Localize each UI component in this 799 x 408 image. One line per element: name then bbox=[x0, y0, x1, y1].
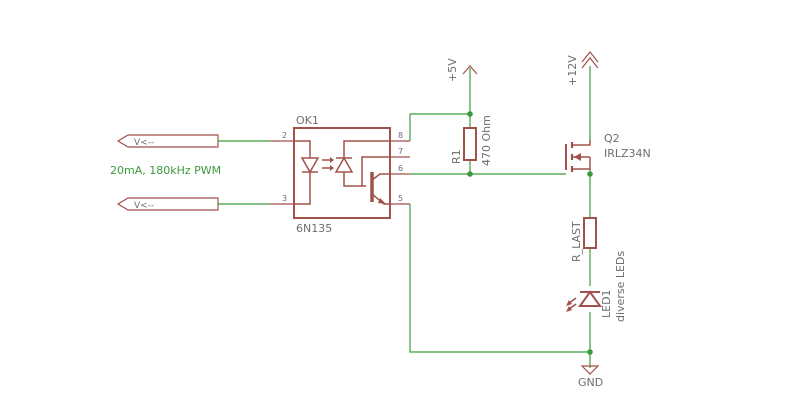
junction-gnd bbox=[587, 349, 593, 355]
pin-6-label: 6 bbox=[398, 164, 403, 173]
supply-5v-label: +5V bbox=[446, 58, 459, 82]
supply-5v: +5V bbox=[446, 58, 478, 82]
input-port-1: V<-- bbox=[116, 134, 219, 148]
input-port-2: V<-- bbox=[116, 197, 219, 211]
pin-7-label: 7 bbox=[398, 147, 403, 156]
led1: LED1 diverse LEDs bbox=[566, 251, 627, 322]
supply-12v: +12V bbox=[566, 51, 599, 86]
gnd-label: GND bbox=[578, 376, 603, 389]
r1-name: R1 bbox=[450, 149, 463, 164]
wire-pin5-gnd bbox=[409, 204, 590, 353]
supply-12v-label: +12V bbox=[566, 55, 579, 86]
junction-source bbox=[587, 171, 593, 177]
wire-pin8 bbox=[409, 113, 470, 141]
load-name: R_LAST bbox=[570, 221, 583, 262]
led1-value: diverse LEDs bbox=[614, 251, 627, 322]
opto-led-icon bbox=[294, 140, 334, 205]
pwm-note: 20mA, 180kHz PWM bbox=[110, 164, 221, 177]
input-port-2-label: V<-- bbox=[134, 201, 154, 211]
pin-8-label: 8 bbox=[398, 131, 403, 140]
q2-value: IRLZ34N bbox=[604, 147, 651, 160]
junction-gate bbox=[467, 171, 473, 177]
wires bbox=[218, 66, 591, 368]
pin-3-label: 3 bbox=[282, 194, 287, 203]
ground-symbol: GND bbox=[578, 365, 603, 389]
resistor-load: R_LAST bbox=[570, 217, 597, 262]
optocoupler-ok1: OK1 6N135 2 3 8 7 6 5 bbox=[270, 114, 410, 235]
pin-2-label: 2 bbox=[282, 131, 287, 140]
mosfet-q2: Q2 IRLZ34N bbox=[565, 132, 651, 172]
q2-name: Q2 bbox=[604, 132, 620, 145]
optocoupler-value: 6N135 bbox=[296, 222, 332, 235]
pin-5-label: 5 bbox=[398, 194, 403, 203]
opto-photodiode-icon bbox=[334, 140, 390, 187]
opto-transistor-icon bbox=[361, 156, 390, 205]
resistor-r1: R1 470 Ohm bbox=[450, 115, 493, 166]
led1-name: LED1 bbox=[600, 289, 613, 318]
junction-5v bbox=[467, 111, 473, 117]
r1-value: 470 Ohm bbox=[480, 115, 493, 166]
input-port-1-label: V<-- bbox=[134, 138, 154, 148]
optocoupler-name: OK1 bbox=[296, 114, 319, 127]
